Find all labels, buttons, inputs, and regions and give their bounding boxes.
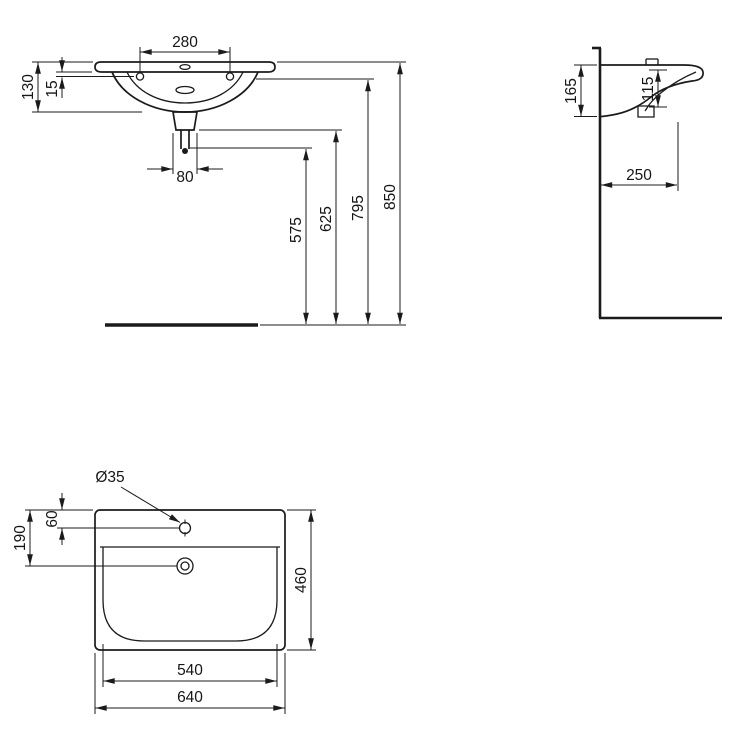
side-view: 165 115 250 [563,46,722,320]
overflow-slot-front [175,85,195,95]
basin-rim-outline [94,61,276,73]
drain-plan-outer [176,557,194,575]
waste-pipe [180,130,190,149]
dim-540-label: 540 [177,662,203,679]
dim-tap-diameter-label: Ø35 [95,469,124,486]
fixing-hole-left [135,72,145,81]
waste-side [637,105,655,118]
basin-bowl-inner [126,71,244,104]
drain-plan-inner [180,561,190,571]
dim-165-label: 165 [563,78,580,104]
front-view: 280 130 15 80 575 625 795 850 [20,34,406,327]
dim-850-label: 850 [382,184,399,210]
tap-hole-plan [178,521,192,535]
plan-view: Ø35 60 190 460 540 640 [12,469,316,714]
tap-hole-side [645,58,659,65]
side-extension-lines [574,64,679,191]
dim-80-label: 80 [176,169,194,186]
dim-250-label: 250 [626,167,652,184]
dim-60-label: 60 [44,510,61,528]
plan-extension-lines [25,509,316,714]
dim-575-label: 575 [288,217,305,243]
basin-side-profile [599,64,704,118]
leader-tap-diameter [120,486,181,523]
front-extension-lines [32,47,406,326]
dim-115-label: 115 [640,77,657,102]
tap-hole-front [179,63,191,71]
dim-15-label: 15 [44,80,61,97]
dim-190-label: 190 [12,525,29,551]
dim-280-label: 280 [172,34,198,51]
basin-plan-outline [94,509,286,651]
dim-130-label: 130 [20,74,37,100]
waste-connection-dot [182,148,188,154]
dim-640-label: 640 [177,689,203,706]
basin-side-inner [644,71,697,112]
bowl-plan-outline [102,547,278,642]
dim-460-label: 460 [293,567,310,593]
dim-625-label: 625 [318,206,335,232]
waste-body [171,111,199,131]
basin-bowl-outline [111,71,259,113]
dim-795-label: 795 [350,195,367,221]
fixing-hole-right [225,72,235,81]
